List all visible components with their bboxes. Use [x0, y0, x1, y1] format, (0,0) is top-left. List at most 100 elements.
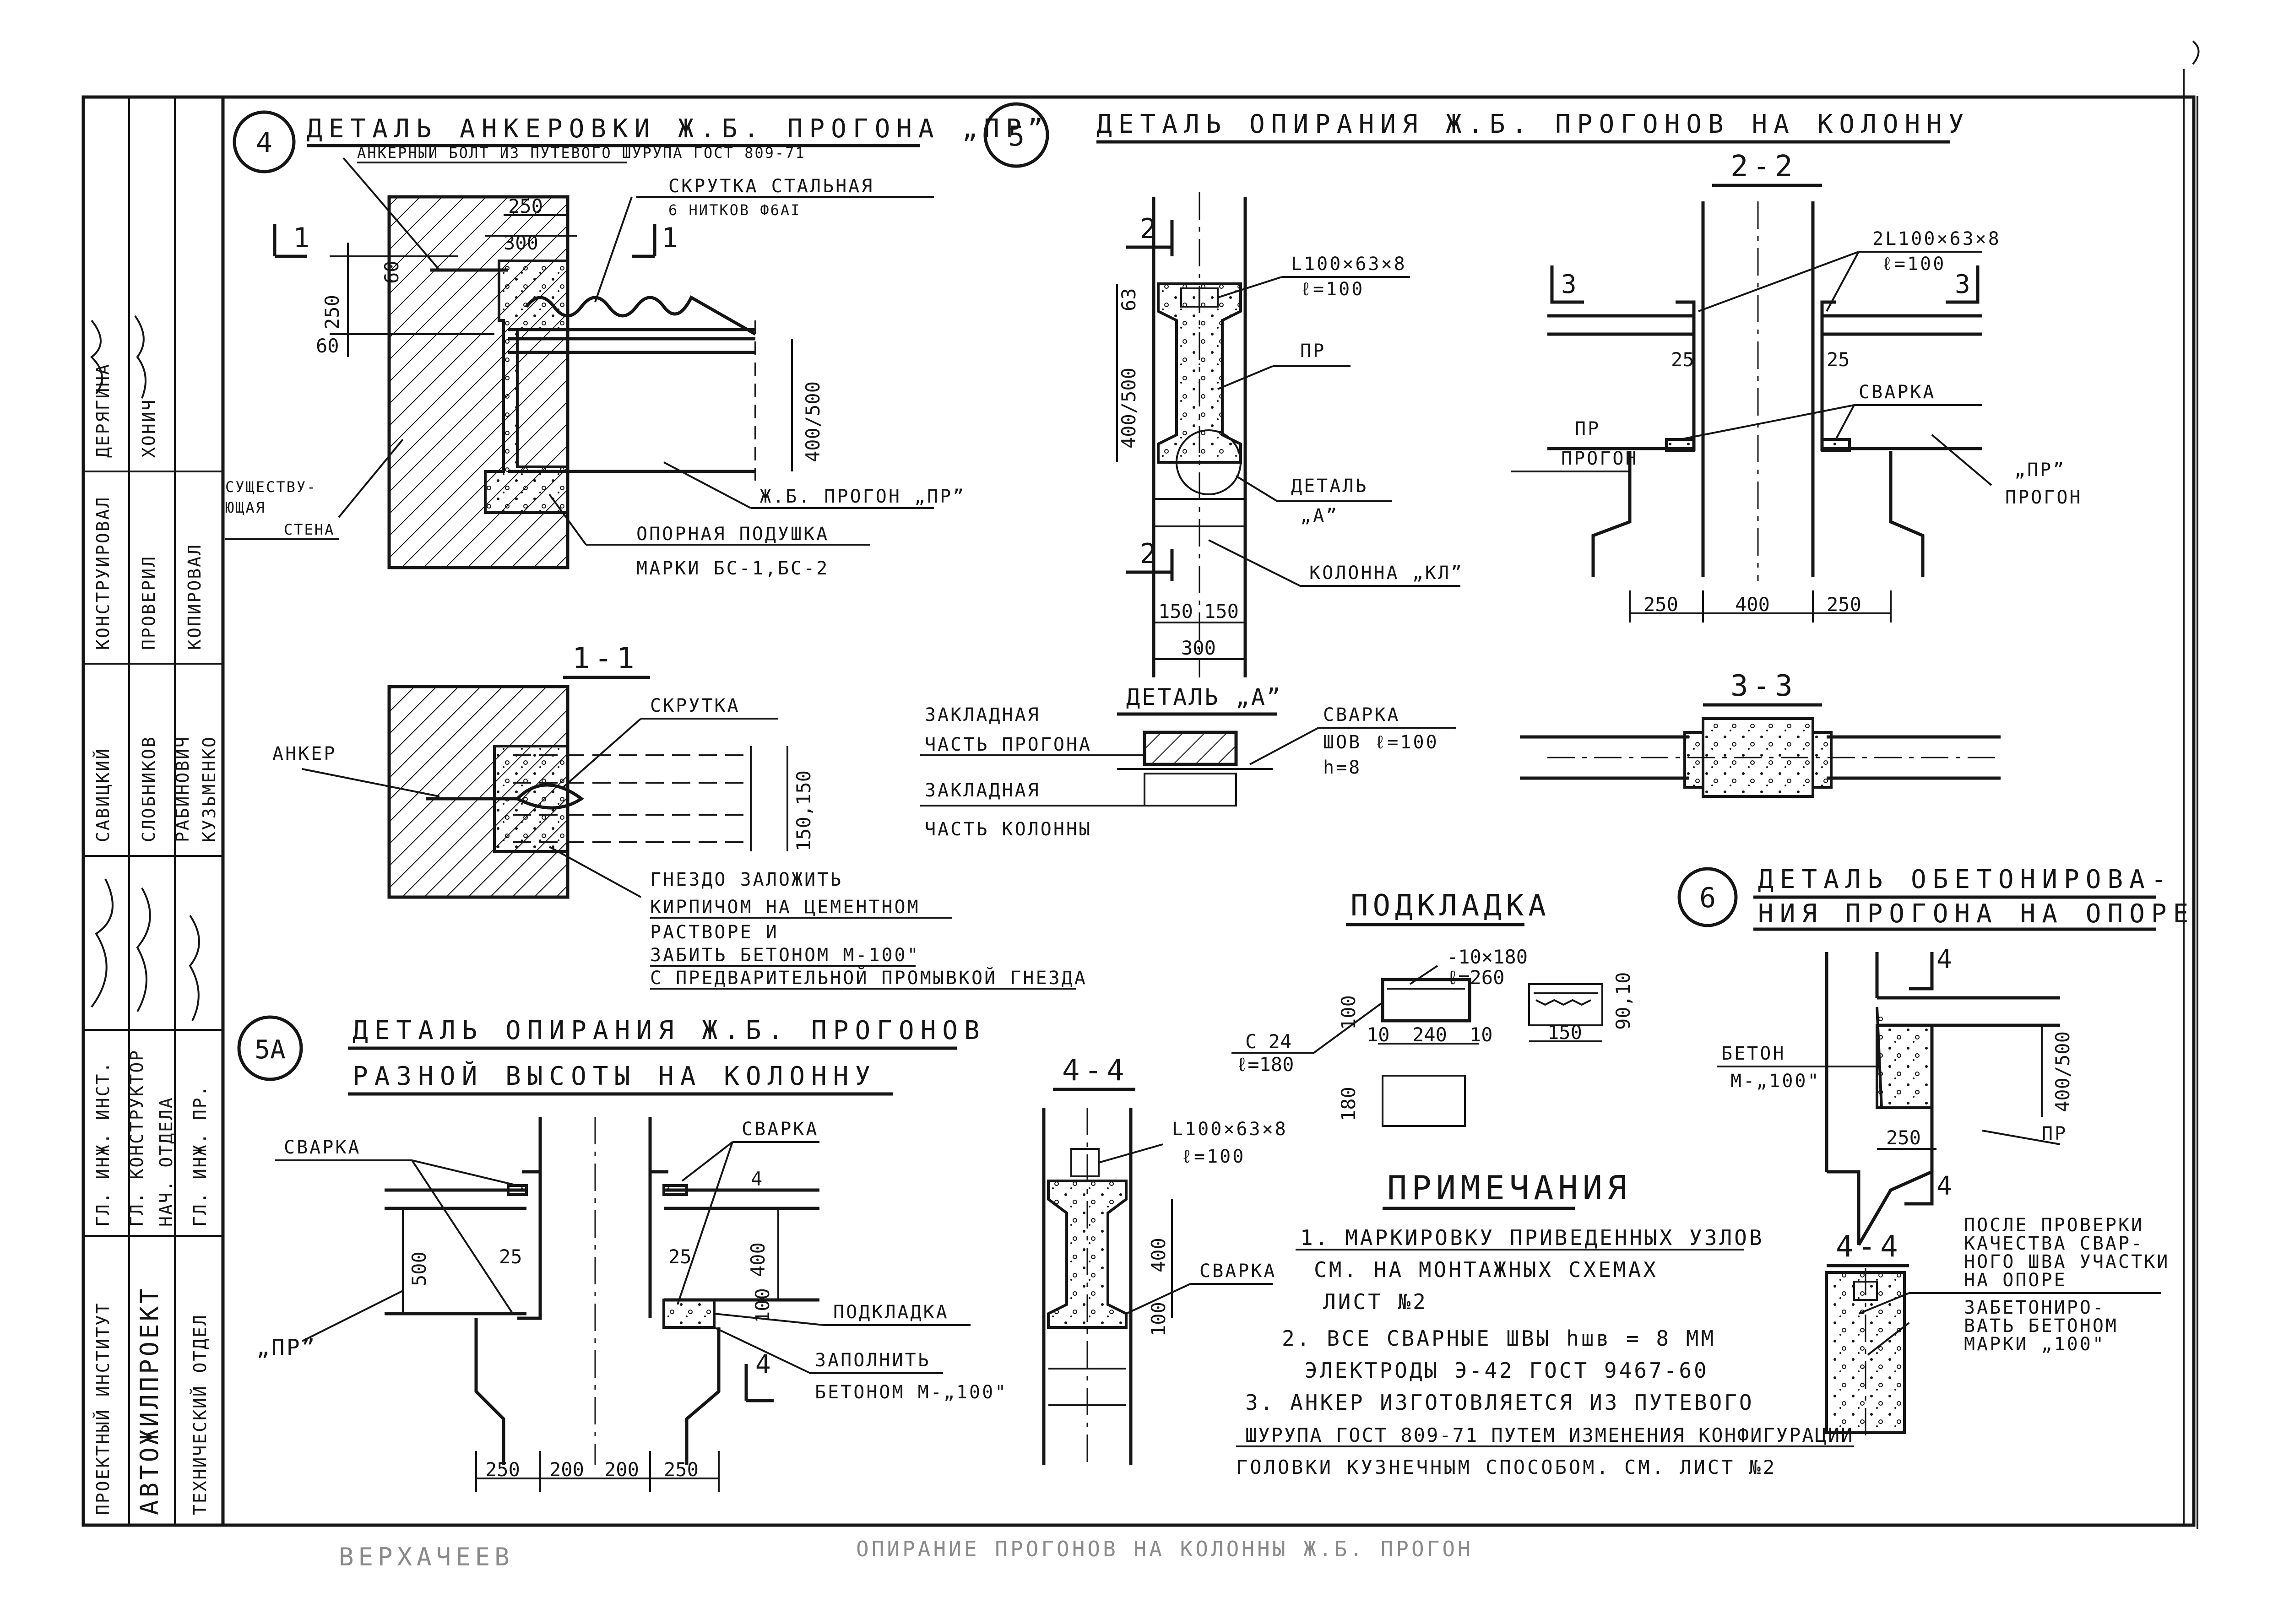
- stamp-role-chief-engineer: ГЛ. ИНЖ. ИНСТ.: [93, 1061, 113, 1227]
- section-4-4-note-4: НА ОПОРЕ: [1964, 1270, 2067, 1291]
- section-2-2-mark-3-left: 3: [1561, 270, 1577, 299]
- detail-5-angle: L100×63×8: [1291, 254, 1407, 275]
- detail-5a-weld-right: СВАРКА: [742, 1119, 819, 1140]
- section-3-3: 3-3: [1520, 669, 2001, 798]
- detail-4-twist-label: СКРУТКА СТАЛЬНАЯ: [668, 176, 874, 197]
- section-4-4-right: 4-4 ПОСЛЕ ПРОВЕРКИ КАЧЕСТВА СВАР- НОГО Ш…: [1825, 1215, 2170, 1442]
- detail-a-weld-seam: ШОВ ℓ=100: [1323, 732, 1439, 753]
- detail-4-title: ДЕТАЛЬ АНКЕРОВКИ Ж.Б. ПРОГОНА „ПР”: [307, 114, 1049, 144]
- detail-a-title: ДЕТАЛЬ „А”: [1126, 684, 1282, 710]
- detail-6-mark-top: 4: [1936, 945, 1952, 974]
- section-2-2-pr-right-2: ПРОГОН: [2005, 487, 2083, 508]
- detail-6-concrete-label: БЕТОН: [1721, 1043, 1785, 1064]
- section-4-4-note-1: ПОСЛЕ ПРОВЕРКИ: [1964, 1215, 2144, 1236]
- detail-4-bolt-label: АНКЕРНЫЙ БОЛТ ИЗ ПУТЕВОГО ШУРУПА ГОСТ 80…: [357, 144, 806, 162]
- detail-4-number: 4: [256, 127, 272, 159]
- note-2b: ЭЛЕКТРОДЫ Э-42 ГОСТ 9467-60: [1305, 1358, 1709, 1383]
- stamp-institute-name: АВТОЖИЛПРОЕКТ: [135, 1286, 164, 1515]
- section-2-2-dim-250a: 250: [1644, 593, 1678, 616]
- detail-6-concrete: [1876, 1024, 1933, 1109]
- detail-4-section-right: 1: [662, 222, 678, 254]
- detail-5-dim-height: 400/500: [1117, 368, 1140, 449]
- detail-a: ДЕТАЛЬ „А” ЗАКЛАДНАЯ ЧАСТЬ ПРОГОНА ЗАКЛА…: [920, 684, 1456, 840]
- detail-5-number: 5: [1008, 120, 1025, 152]
- detail-a-weld-h: h=8: [1323, 757, 1361, 778]
- section-4-4-right-title: 4-4: [1836, 1230, 1903, 1264]
- detail-6-mark-bottom: 4: [1936, 1171, 1952, 1201]
- stamp-roles: ГЛ. ИНЖ. ИНСТ. ГЛ. КОНСТРУКТОР НАЧ. ОТДЕ…: [93, 1049, 210, 1227]
- section-2-2-weld: СВАРКА: [1859, 382, 1936, 403]
- note-3b: ШУРУПА ГОСТ 809-71 ПУТЕМ ИЗМЕНЕНИЯ КОНФИ…: [1245, 1424, 1854, 1446]
- detail-4-dim-height: 400/500: [802, 381, 824, 462]
- section-4-4-left-dim-400: 400: [1147, 1238, 1170, 1272]
- stamp-role-checked: ПРОВЕРИЛ: [139, 555, 159, 650]
- title-stamp: ДЕРЯГИНА ХОНИЧ КОНСТРУИРОВАЛ ПРОВЕРИЛ КО…: [81, 95, 225, 1527]
- detail-4-twist-spec: 6 НИТКОВ Ф6АI: [668, 201, 801, 219]
- section-4-4-note-7: МАРКИ „100": [1964, 1334, 2105, 1355]
- note-1a: 1. МАРКИРОВКУ ПРИВЕДЕННЫХ УЗЛОВ: [1300, 1225, 1764, 1250]
- section-4-4-left-dim-100: 100: [1147, 1302, 1170, 1337]
- detail-5a: 5А ДЕТАЛЬ ОПИРАНИЯ Ж.Б. ПРОГОНОВ РАЗНОЙ …: [237, 1015, 1008, 1492]
- detail-5a-title-1: ДЕТАЛЬ ОПИРАНИЯ Ж.Б. ПРОГОНОВ: [353, 1016, 986, 1045]
- stamp-name-slobnikov: СЛОБНИКОВ: [139, 736, 159, 842]
- detail-5-sec-bottom: 2: [1140, 538, 1156, 570]
- pad-plate: -10×180: [1447, 946, 1528, 968]
- note-1b: СМ. НА МОНТАЖНЫХ СХЕМАХ: [1314, 1257, 1658, 1282]
- section-1-1-title: 1-1: [572, 642, 639, 676]
- detail-6: 6 ДЕТАЛЬ ОБЕТОНИРОВА- НИЯ ПРОГОНА НА ОПО…: [1677, 865, 2188, 1246]
- pad-plate-len: ℓ=260: [1447, 966, 1504, 989]
- section-2-2-dim-250b: 250: [1827, 593, 1861, 616]
- detail-5-title: ДЕТАЛЬ ОПИРАНИЯ Ж.Б. ПРОГОНОВ НА КОЛОННУ: [1096, 109, 1970, 139]
- detail-5a-fill-grade: БЕТОНОМ М-„100": [815, 1382, 1008, 1403]
- pad-dim-150: 150: [1547, 1021, 1582, 1044]
- pad-dim-240: 240: [1412, 1023, 1447, 1046]
- section-2-2-title: 2-2: [1730, 150, 1797, 184]
- detail-4: 4 ДЕТАЛЬ АНКЕРОВКИ Ж.Б. ПРОГОНА „ПР” АНК…: [225, 110, 1049, 579]
- detail-5a-dim-25a: 25: [499, 1245, 522, 1268]
- detail-a-embed-col: ЗАКЛАДНАЯ: [925, 780, 1041, 801]
- pad-dim-100: 100: [1337, 995, 1360, 1030]
- section-1-1-note-5: С ПРЕДВАРИТЕЛЬНОЙ ПРОМЫВКОЙ ГНЕЗДА: [650, 967, 1087, 989]
- section-4-4-note-3: НОГО ШВА УЧАСТКИ: [1964, 1251, 2170, 1272]
- stamp-name-rabinovich: РАБИНОВИЧ: [173, 736, 193, 842]
- section-4-4-note-6: ВАТЬ БЕТОНОМ: [1964, 1315, 2118, 1337]
- footer-left: ВЕРХАЧЕЕВ: [339, 1543, 514, 1571]
- notes-title: ПРИМЕЧАНИЯ: [1387, 1169, 1631, 1207]
- section-2-2-dim-25a: 25: [1671, 348, 1694, 371]
- detail-5a-dim-500: 500: [408, 1251, 430, 1286]
- pad-dim-180: 180: [1337, 1087, 1360, 1121]
- detail-5-dim-300: 300: [1181, 637, 1216, 659]
- footer-center: ОПИРАНИЕ ПРОГОНОВ НА КОЛОННЫ Ж.Б. ПРОГОН: [856, 1537, 1473, 1561]
- detail-4-dim-250: 250: [508, 195, 543, 217]
- stamp-work-roles: КОНСТРУИРОВАЛ ПРОВЕРИЛ КОПИРОВАЛ: [93, 496, 205, 650]
- detail-6-concrete-grade: М-„100": [1730, 1071, 1821, 1092]
- section-3-3-title: 3-3: [1730, 669, 1797, 703]
- section-4-4-note-5: ЗАБЕТОНИРО-: [1964, 1297, 2105, 1318]
- stamp-role-project-engineer: ГЛ. ИНЖ. ПР.: [190, 1084, 210, 1227]
- section-1-1-note-4: ЗАБИТЬ БЕТОНОМ М-100": [650, 945, 920, 966]
- section-2-2-dim-25b: 25: [1827, 348, 1850, 371]
- signature-drawing: [90, 315, 146, 399]
- section-2-2-pr-left: ПР: [1575, 418, 1600, 439]
- stamp-role-chief-designer: ГЛ. КОНСТРУКТОР: [127, 1049, 147, 1227]
- detail-5a-fill: ЗАПОЛНИТЬ: [815, 1350, 931, 1371]
- detail-4-dim-250-side: 250: [321, 295, 343, 330]
- detail-a-embed-beam: ЗАКЛАДНАЯ: [925, 704, 1041, 725]
- detail-4-wall-label: СУЩЕСТВУ-: [225, 478, 317, 496]
- detail-4-pad-mark: МАРКИ БС-1,БС-2: [636, 558, 829, 579]
- pad-dim-10b: 10: [1470, 1023, 1493, 1046]
- section-4-4-left-weld: СВАРКА: [1199, 1261, 1277, 1282]
- detail-5-dim-150a: 150: [1158, 600, 1193, 623]
- detail-5a-dim-250a: 250: [485, 1458, 520, 1481]
- section-4-4-left-angle-len: ℓ=100: [1181, 1146, 1245, 1167]
- pad-channel: С 24: [1245, 1030, 1291, 1053]
- detail-a-embed-col-2: ЧАСТЬ КОЛОННЫ: [925, 819, 1092, 840]
- detail-5a-number: 5А: [255, 1035, 285, 1065]
- stamp-name-savitsky: САВИЦКИЙ: [93, 747, 113, 842]
- detail-4-dim-60a: 60: [380, 260, 403, 284]
- detail-5: 5 ДЕТАЛЬ ОПИРАНИЯ Ж.Б. ПРОГОНОВ НА КОЛОН…: [983, 102, 1970, 677]
- detail-5a-dim-200a: 200: [549, 1458, 584, 1481]
- signatures-drawing: [91, 878, 200, 1021]
- notes: ПРИМЕЧАНИЯ 1. МАРКИРОВКУ ПРИВЕДЕННЫХ УЗЛ…: [1236, 1169, 1854, 1478]
- detail-6-pr: ПР: [2042, 1123, 2067, 1144]
